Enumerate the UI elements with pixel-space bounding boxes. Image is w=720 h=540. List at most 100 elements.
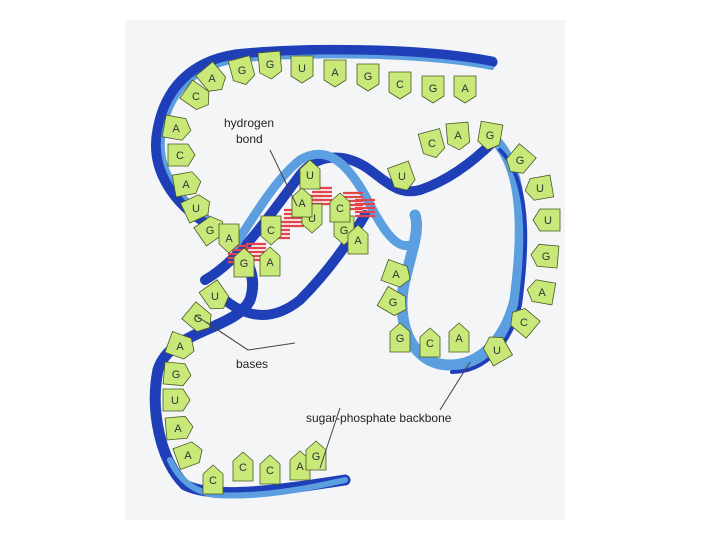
base-letter: U [493, 345, 501, 357]
base-letter: A [225, 233, 233, 245]
backbone-right-loop-dark [450, 148, 528, 374]
base-shape [161, 114, 192, 141]
base-49: A [289, 450, 311, 481]
leader-bases-2 [247, 342, 296, 351]
base-shape [289, 450, 311, 481]
base-51: A [347, 224, 369, 255]
base-7: G [421, 75, 445, 104]
base-letter: A [174, 423, 182, 435]
base-shape [291, 187, 313, 218]
base-shape [380, 259, 411, 288]
base-letter: G [312, 451, 321, 463]
base-20: A [291, 187, 313, 218]
base-shape [179, 194, 211, 224]
base-shape [356, 63, 380, 92]
base-letter: C [426, 338, 434, 350]
base-5: G [356, 63, 380, 92]
base-46: C [202, 464, 224, 495]
backbone-helix-light [230, 149, 415, 251]
base-letter: A [266, 257, 274, 269]
base-48: C [259, 454, 281, 485]
base-shape [532, 208, 561, 232]
base-50: G [305, 440, 327, 471]
base-letter: U [171, 395, 179, 407]
base-45: A [172, 441, 203, 470]
base-10: A [161, 114, 192, 141]
base-shape [260, 215, 282, 246]
base-shape [419, 327, 441, 358]
base-letter: U [398, 171, 406, 183]
base-letter: G [516, 155, 525, 167]
base-letter: U [298, 63, 306, 75]
base-letter: G [429, 83, 438, 95]
base-32: C [510, 307, 541, 339]
base-letter: A [331, 67, 339, 79]
base-52: C [329, 192, 351, 223]
base-shape [259, 246, 281, 277]
base-23: U [387, 160, 416, 191]
base-29: U [532, 208, 561, 232]
base-letter: A [454, 130, 462, 142]
base-4: A [323, 59, 347, 88]
base-letter: C [209, 475, 217, 487]
base-9: C [179, 79, 210, 111]
base-letter: U [192, 203, 200, 215]
base-letter: A [296, 461, 304, 473]
base-shape [421, 75, 445, 104]
base-shape [477, 120, 504, 151]
base-21: A [259, 246, 281, 277]
base-8: A [453, 75, 477, 104]
base-shape [347, 224, 369, 255]
sugar-phosphate-backbone-label: sugar-phosphate backbone [306, 411, 452, 425]
leader-bases-3 [194, 314, 249, 351]
base-letter: G [542, 251, 551, 263]
leader-backbone-1 [319, 407, 341, 469]
base-30: G [530, 243, 560, 269]
backbone-helix-dark [200, 135, 500, 285]
base-shape [259, 454, 281, 485]
base-shape [453, 75, 477, 104]
base-6: C [388, 71, 412, 100]
base-letter: A [354, 235, 362, 247]
base-28: U [524, 174, 555, 201]
base-letter: A [176, 341, 184, 353]
base-letter: C [176, 150, 184, 162]
base-letter: U [308, 213, 316, 225]
base-shape [179, 79, 210, 111]
base-letter: A [461, 83, 469, 95]
base-26: G [477, 120, 504, 151]
base-shape [526, 279, 557, 306]
base-letter: U [544, 215, 552, 227]
base-40: G [181, 301, 212, 333]
base-letter: G [396, 333, 405, 345]
base-39: U [198, 279, 230, 310]
base-letter: A [172, 123, 180, 135]
base-shape [329, 192, 351, 223]
base-shape [389, 322, 411, 353]
base-letter: G [266, 59, 275, 71]
base-letter: A [455, 333, 463, 345]
base-letter: A [392, 269, 400, 281]
base-19: U [299, 159, 321, 190]
base-16: C [260, 215, 282, 246]
base-letter: G [364, 71, 373, 83]
base-44: A [164, 415, 194, 441]
base-2: G [257, 50, 283, 80]
base-25: A [445, 121, 471, 151]
base-letter: A [184, 450, 192, 462]
base-shape [164, 415, 194, 441]
leader-lines [194, 149, 471, 469]
base-42: G [162, 361, 192, 387]
base-shape [387, 160, 416, 191]
base-shape [202, 464, 224, 495]
hydrogen-bond-label-line2: bond [236, 132, 263, 146]
base-letter: G [238, 65, 247, 77]
base-shape [388, 71, 412, 100]
base-shape [162, 388, 191, 412]
base-11: C [167, 143, 196, 167]
base-letter: G [206, 225, 215, 237]
base-13: U [179, 194, 211, 224]
bases-label: bases [236, 357, 268, 371]
base-shape [164, 331, 195, 360]
